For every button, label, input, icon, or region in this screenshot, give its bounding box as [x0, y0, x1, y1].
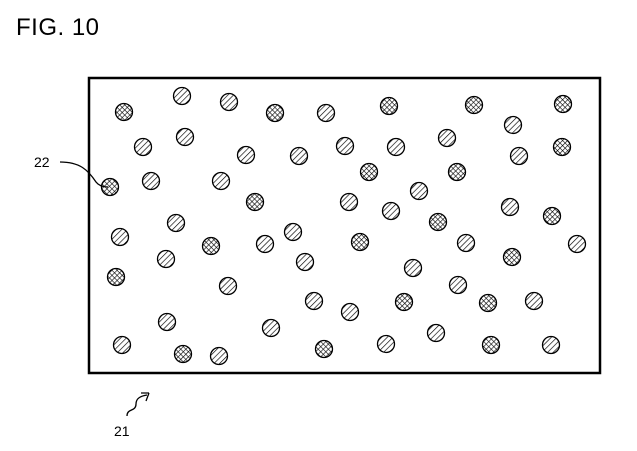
crosshatched-particle — [555, 96, 572, 113]
hatched-particle — [405, 260, 422, 277]
crosshatched-particle — [381, 98, 398, 115]
hatched-particle — [285, 224, 302, 241]
hatched-particle — [511, 148, 528, 165]
crosshatched-particle — [316, 341, 333, 358]
crosshatched-particle — [449, 164, 466, 181]
hatched-particle — [143, 173, 160, 190]
crosshatched-particle — [480, 295, 497, 312]
hatched-particle — [450, 277, 467, 294]
crosshatched-particle — [175, 346, 192, 363]
hatched-particle — [337, 138, 354, 155]
hatched-particle — [341, 194, 358, 211]
body-reference-label: 21 — [114, 423, 130, 439]
crosshatched-particle — [116, 104, 133, 121]
body-leader-arrowhead — [141, 393, 149, 401]
hatched-particle — [378, 336, 395, 353]
crosshatched-particle — [108, 269, 125, 286]
hatched-particle — [257, 236, 274, 253]
crosshatched-particle — [361, 164, 378, 181]
particles-layer — [102, 88, 586, 365]
hatched-particle — [168, 215, 185, 232]
hatched-particle — [439, 130, 456, 147]
hatched-particle — [505, 117, 522, 134]
hatched-particle — [158, 251, 175, 268]
hatched-particle — [458, 235, 475, 252]
hatched-particle — [318, 105, 335, 122]
hatched-particle — [177, 129, 194, 146]
crosshatched-particle — [504, 249, 521, 266]
hatched-particle — [543, 337, 560, 354]
crosshatched-particle — [352, 234, 369, 251]
hatched-particle — [291, 148, 308, 165]
hatched-particle — [569, 236, 586, 253]
hatched-particle — [388, 139, 405, 156]
crosshatched-particle — [247, 194, 264, 211]
hatched-particle — [342, 304, 359, 321]
crosshatched-particle — [466, 97, 483, 114]
hatched-particle — [306, 293, 323, 310]
body-leader-line — [127, 395, 147, 416]
hatched-particle — [263, 320, 280, 337]
hatched-particle — [112, 229, 129, 246]
crosshatched-particle — [203, 238, 220, 255]
crosshatched-particle — [267, 105, 284, 122]
hatched-particle — [411, 183, 428, 200]
hatched-particle — [211, 348, 228, 365]
hatched-particle — [297, 254, 314, 271]
hatched-particle — [526, 293, 543, 310]
particle-leader-line — [60, 162, 108, 187]
hatched-particle — [159, 314, 176, 331]
hatched-particle — [220, 278, 237, 295]
hatched-particle — [174, 88, 191, 105]
particle-reference-label: 22 — [34, 154, 50, 170]
crosshatched-particle — [396, 294, 413, 311]
crosshatched-particle — [554, 139, 571, 156]
hatched-particle — [502, 199, 519, 216]
crosshatched-particle — [430, 214, 447, 231]
hatched-particle — [114, 337, 131, 354]
hatched-particle — [221, 94, 238, 111]
crosshatched-particle — [544, 208, 561, 225]
crosshatched-particle — [483, 337, 500, 354]
hatched-particle — [238, 147, 255, 164]
hatched-particle — [428, 325, 445, 342]
hatched-particle — [383, 203, 400, 220]
hatched-particle — [135, 139, 152, 156]
hatched-particle — [213, 173, 230, 190]
